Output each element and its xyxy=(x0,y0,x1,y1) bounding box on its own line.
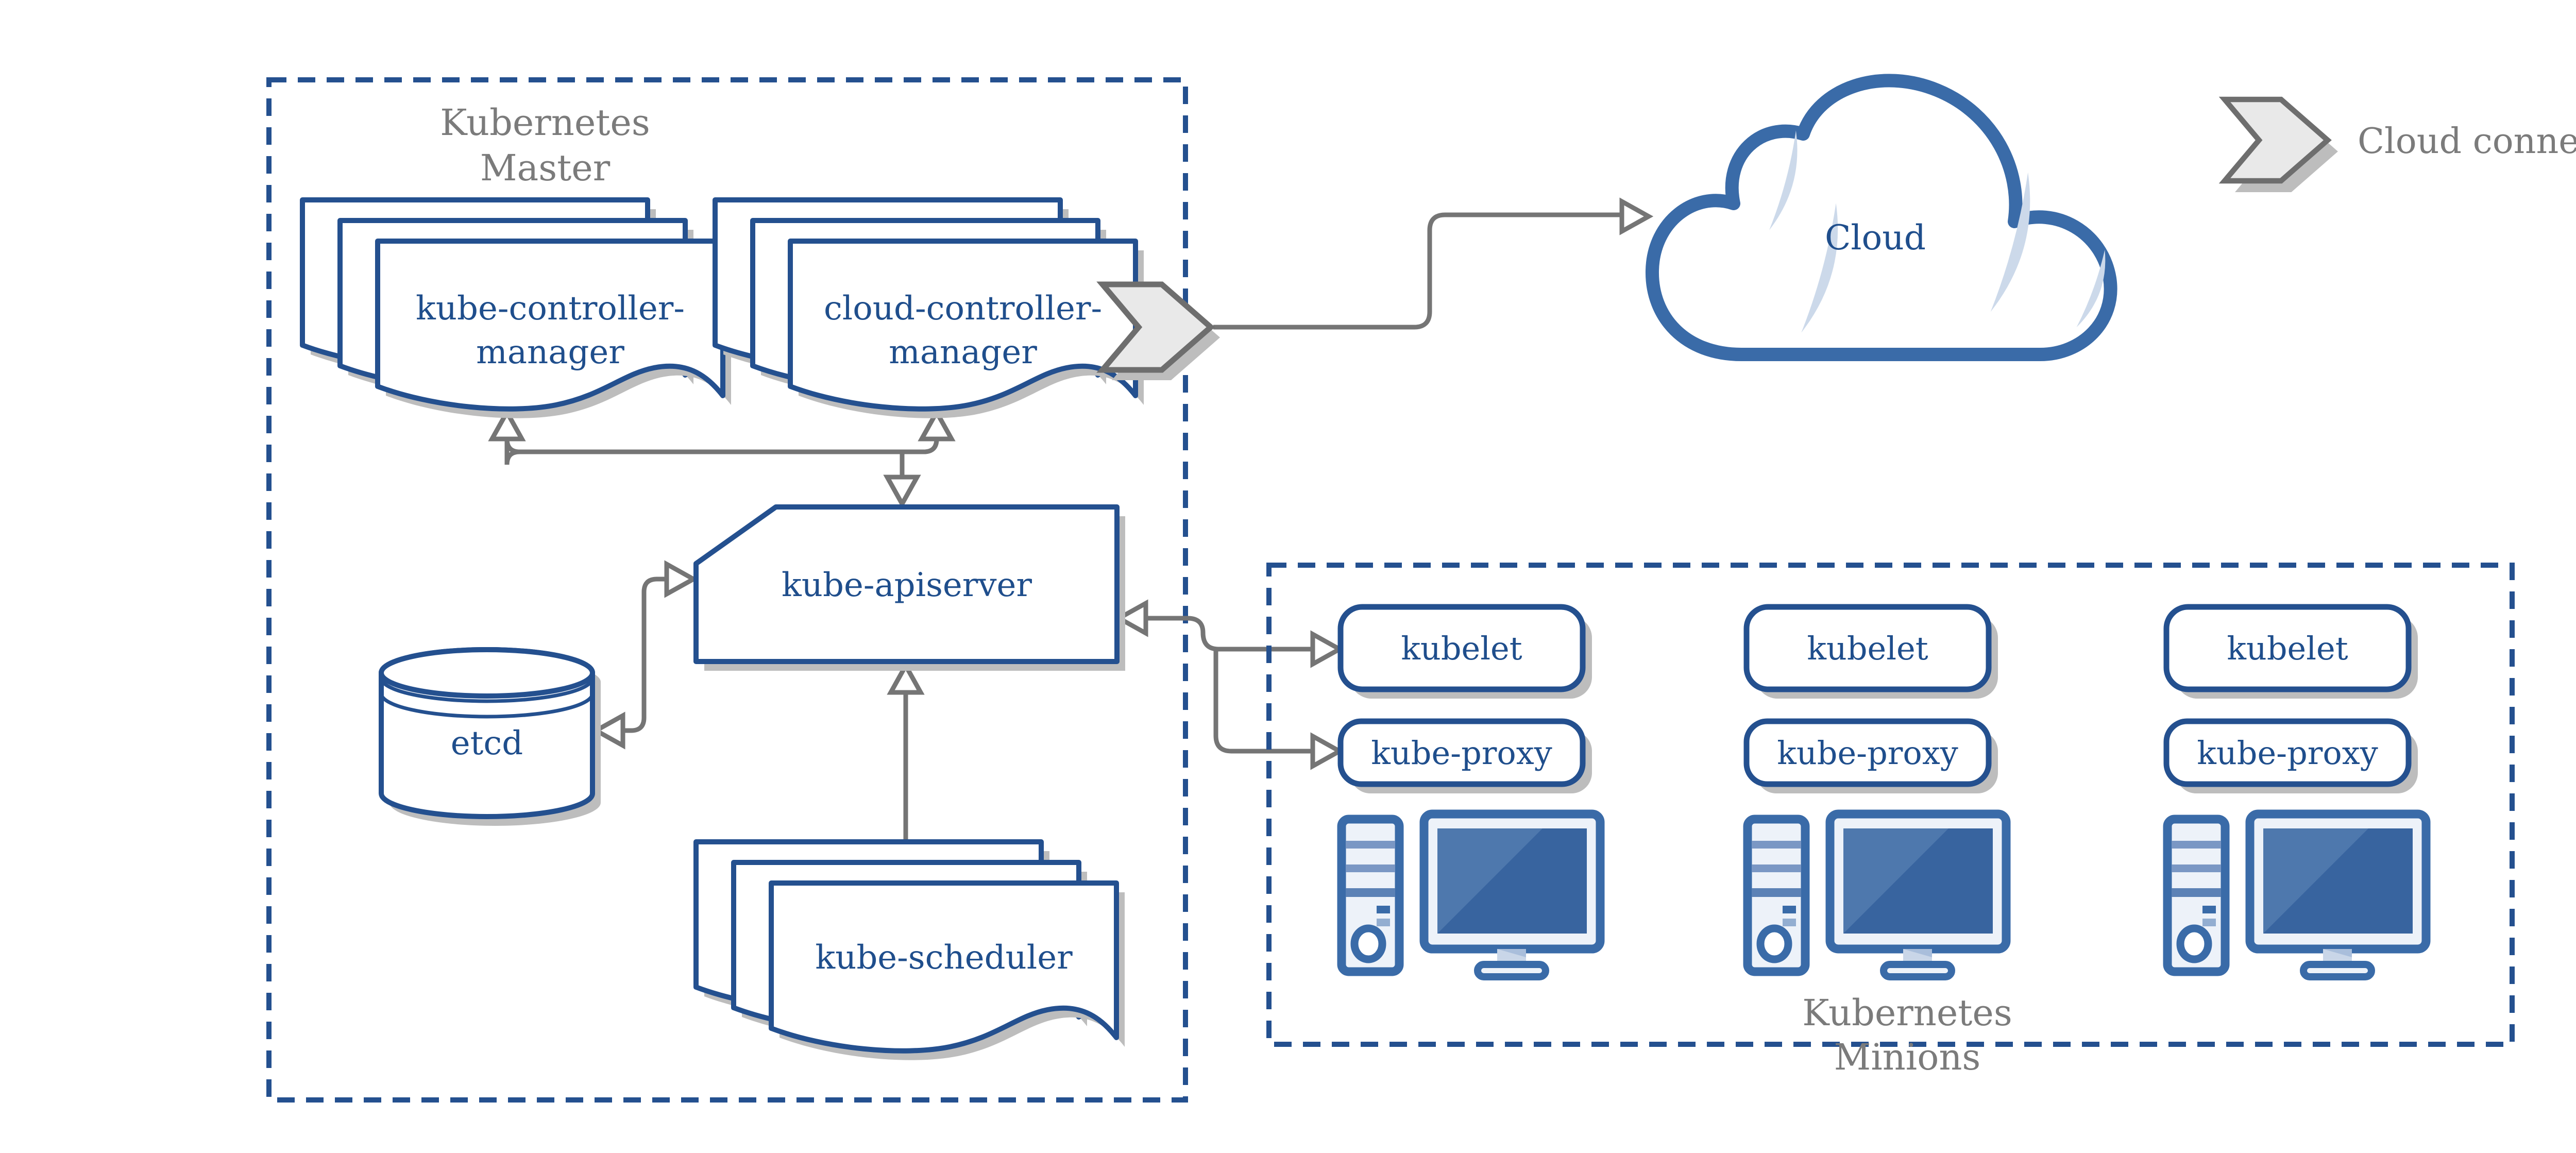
minions-title-line1: Kubernetes xyxy=(1802,992,2012,1034)
cloud-label: Cloud xyxy=(1825,218,1926,258)
cloud-connector-line xyxy=(1213,201,1649,330)
kubelet-label-1: kubelet xyxy=(1401,630,1522,667)
kube-proxy-label-1: kube-proxy xyxy=(1371,734,1552,772)
etcd-shape: etcd xyxy=(379,647,601,826)
cloud-shape: Cloud xyxy=(1645,74,2117,361)
minion-node-2: kubelet kube-proxy xyxy=(1743,604,2006,977)
kube-proxy-box-2 xyxy=(1743,718,1992,787)
apiserver-etcd-connector xyxy=(596,564,693,745)
master-title-line1: Kubernetes xyxy=(440,101,650,144)
master-title-line2: Master xyxy=(480,147,611,189)
cloud-highlight-leaves xyxy=(1769,130,2106,333)
kube-proxy-label-2: kube-proxy xyxy=(1777,734,1958,772)
kubelet-box-2 xyxy=(1743,604,1992,692)
workstation-icon-3 xyxy=(2167,814,2426,977)
legend-cloud-connector: Cloud connector xyxy=(2225,99,2576,193)
minions-title-line2: Minions xyxy=(1834,1036,1981,1078)
kube-proxy-box-3 xyxy=(2163,718,2412,787)
etcd-label: etcd xyxy=(451,724,523,762)
kubelet-box-3 xyxy=(2163,604,2412,692)
kube-scheduler-label: kube-scheduler xyxy=(815,939,1073,977)
controller-managers-apiserver-connector xyxy=(492,412,952,504)
cloud-controller-manager-stack: cloud-controller- manager xyxy=(715,200,1144,418)
kube-proxy-box-1 xyxy=(1337,718,1586,787)
kube-apiserver-label: kube-apiserver xyxy=(782,566,1032,604)
legend-label: Cloud connector xyxy=(2358,121,2576,162)
kubernetes-master-box xyxy=(266,77,1188,1103)
cloud-controller-manager-label-line1: cloud-controller- xyxy=(824,290,1102,328)
minion-node-3: kubelet kube-proxy xyxy=(2163,604,2426,977)
kubelet-label-2: kubelet xyxy=(1807,630,1928,667)
kube-controller-manager-label-line1: kube-controller- xyxy=(416,290,685,328)
kubelet-box-1 xyxy=(1337,604,1586,692)
kube-controller-manager-stack: kube-controller- manager xyxy=(302,200,731,418)
minion-node-1: kubelet kube-proxy xyxy=(1337,604,1600,977)
kube-apiserver-shape: kube-apiserver xyxy=(693,504,1125,671)
kube-proxy-label-3: kube-proxy xyxy=(2197,734,2378,772)
apiserver-kubelet-connector xyxy=(1119,603,1340,766)
kube-controller-manager-label-line2: manager xyxy=(476,333,624,371)
kubernetes-minions-box xyxy=(1266,563,2515,1047)
workstation-icon-2 xyxy=(1748,814,2006,977)
kubelet-label-3: kubelet xyxy=(2227,630,2348,667)
cloud-controller-manager-label-line2: manager xyxy=(889,333,1037,371)
workstation-icon-1 xyxy=(1342,814,1600,977)
kube-scheduler-stack: kube-scheduler xyxy=(696,842,1125,1060)
